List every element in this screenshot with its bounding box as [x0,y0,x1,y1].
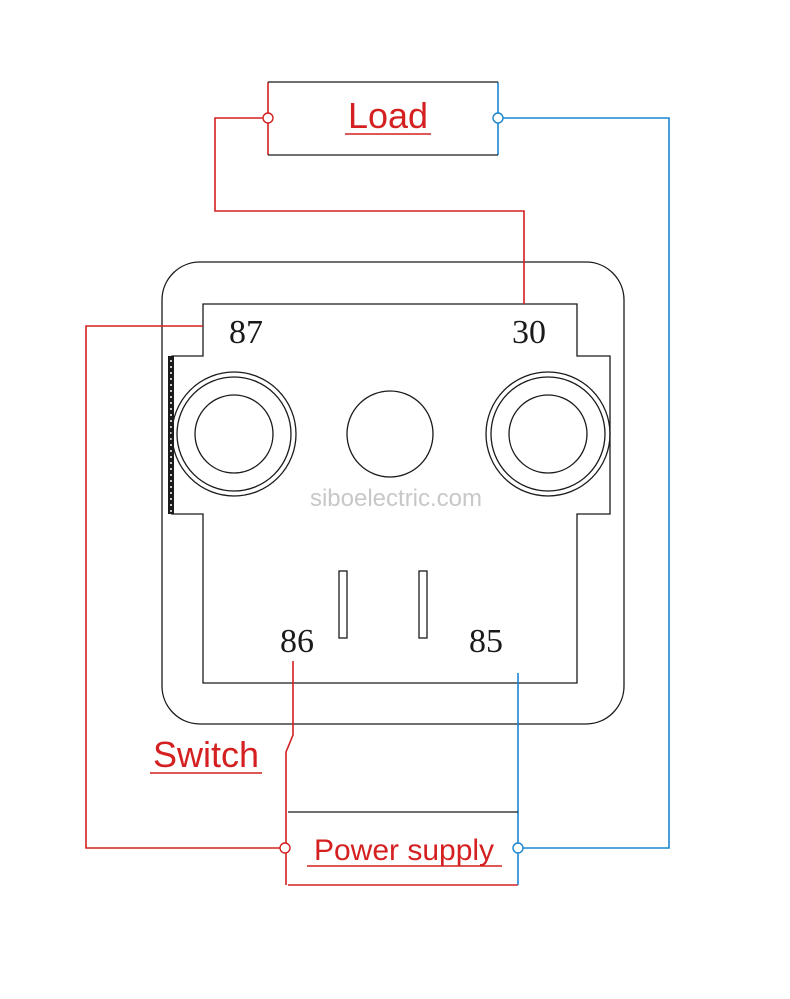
connection-point-supply-left [279,842,291,854]
load-label: Load [348,95,428,136]
connection-point-load-right [492,112,504,124]
wire-load-to-power-supply [498,117,670,849]
terminal-85-label: 85 [469,623,503,660]
right-terminal-post [485,371,611,497]
wire-87-to-power-supply [85,325,288,849]
relay-outer-housing [161,261,625,725]
connection-point-supply-right [512,842,524,854]
coil-pin-right [418,570,428,639]
switch-label: Switch [153,734,259,775]
watermark: siboelectric.com [310,485,482,512]
connection-point-load-left [262,112,274,124]
wire-load-to-30 [214,117,525,304]
power-supply-box: Power supply [288,811,518,867]
wire-86-to-switch [285,661,294,885]
terminal-86-label: 86 [280,623,314,660]
relay-body: 87 30 86 85 [161,261,625,725]
coil-pin-left [338,570,348,639]
terminal-87-label: 87 [229,314,263,351]
left-terminal-post [171,371,297,497]
center-post [346,390,434,478]
terminal-30-label: 30 [512,314,546,351]
power-supply-label: Power supply [314,834,494,867]
load-box: Load [267,81,499,156]
relay-side-mounting-strip [168,356,174,514]
